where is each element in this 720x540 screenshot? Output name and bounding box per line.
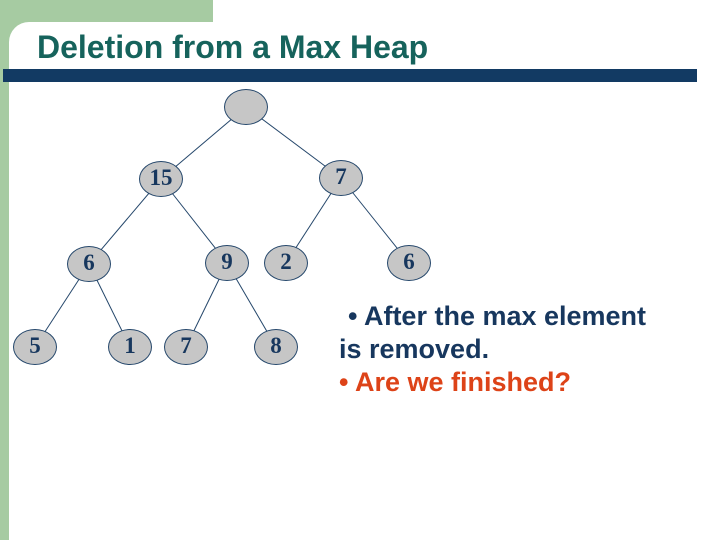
heap-node: 9 — [205, 245, 249, 281]
annotation-line-1: • After the max element — [348, 301, 647, 331]
heap-node: 2 — [264, 245, 308, 281]
heap-node: 6 — [387, 245, 431, 281]
annotation-line-3: • Are we finished? — [339, 367, 571, 397]
annotation-line-2: is removed. — [339, 334, 490, 364]
title-underline-bar — [3, 69, 697, 82]
heap-node: 7 — [319, 160, 363, 196]
heap-node: 5 — [13, 329, 57, 365]
heap-node: 8 — [254, 329, 298, 365]
heap-node-root-empty — [224, 89, 268, 125]
heap-node: 6 — [67, 246, 111, 282]
heap-node: 15 — [139, 161, 183, 197]
green-left-strip — [0, 0, 9, 540]
page-title: Deletion from a Max Heap — [37, 29, 429, 65]
annotation-text: • After the max element is removed. • Ar… — [339, 300, 646, 399]
heap-node: 1 — [108, 329, 152, 365]
content-panel — [9, 22, 720, 540]
heap-node: 7 — [164, 329, 208, 365]
